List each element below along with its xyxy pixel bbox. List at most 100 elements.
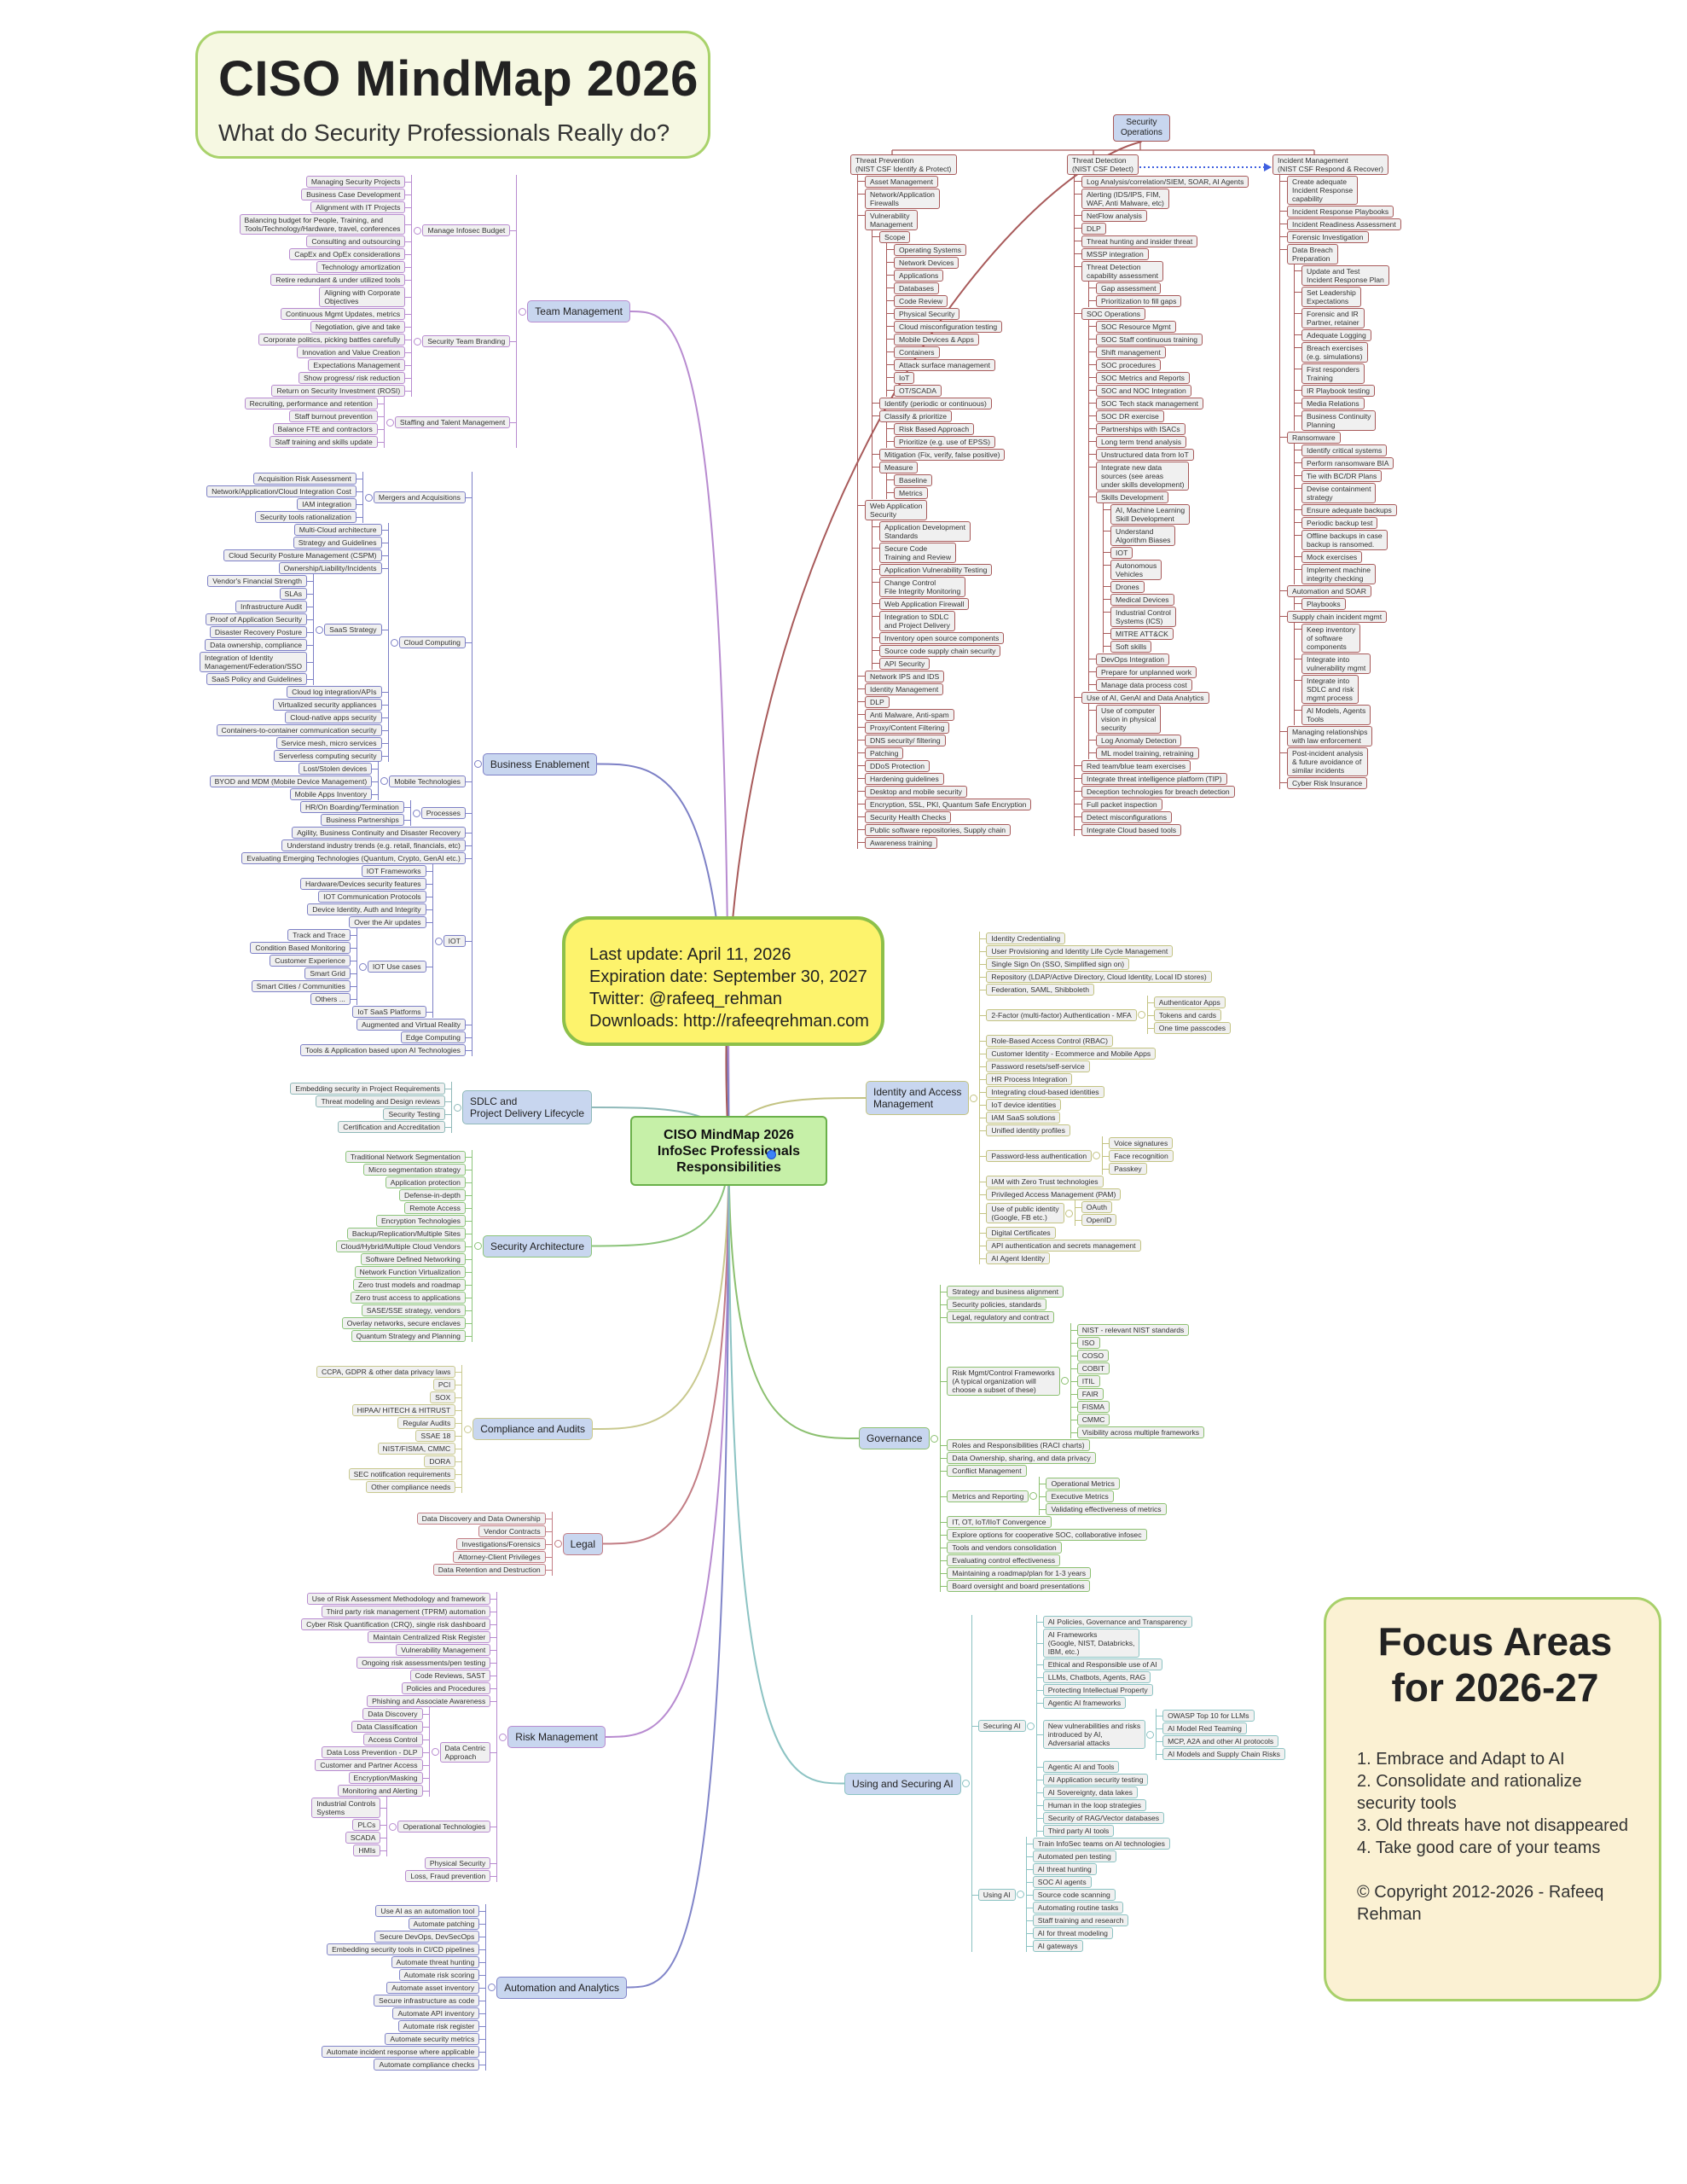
node-label: SOC AI agents xyxy=(1032,1875,1092,1888)
node-label: Virtualized security appliances xyxy=(273,698,382,711)
collapse-toggle-icon[interactable] xyxy=(316,625,324,634)
collapse-toggle-icon[interactable] xyxy=(1029,1492,1038,1500)
node-label: Security policies, standards xyxy=(947,1298,1046,1310)
node-label: Mergers and Acquisitions xyxy=(373,491,466,503)
node-label: Automate asset inventory xyxy=(386,1981,480,1994)
branch-root-label[interactable]: Governance xyxy=(859,1427,930,1449)
mindmap-leaf: ITIL xyxy=(1070,1374,1100,1387)
branch-root-label[interactable]: Business Enablement xyxy=(482,752,597,775)
mindmap-leaf: DNS security/ filtering xyxy=(858,734,946,746)
collapse-toggle-icon[interactable] xyxy=(431,1748,439,1756)
collapse-toggle-icon[interactable] xyxy=(488,1984,496,1991)
branch-root-label[interactable]: Compliance and Audits xyxy=(472,1418,593,1440)
collapse-toggle-icon[interactable] xyxy=(499,1733,507,1741)
node-label: DLP xyxy=(1081,222,1106,235)
node-label: Log Analysis/correlation/SIEM, SOAR, AI … xyxy=(1081,175,1249,188)
branch-root-label[interactable]: SDLC and Project Delivery Lifecycle xyxy=(461,1090,592,1124)
branch-root-label[interactable]: Identity and Access Management xyxy=(866,1081,970,1115)
node-label: Post-incident analysis & future avoidanc… xyxy=(1287,746,1369,776)
collapse-toggle-icon[interactable] xyxy=(380,777,389,785)
collapse-toggle-icon[interactable] xyxy=(473,760,482,768)
mindmap-leaf: Asset Management xyxy=(857,175,939,188)
branch-root-label[interactable]: Using and Securing AI xyxy=(844,1772,961,1795)
node-label: SSAE 18 xyxy=(415,1429,456,1442)
branch-root-label[interactable]: Team Management xyxy=(527,300,630,322)
collapse-toggle-icon[interactable] xyxy=(1026,1722,1035,1730)
collapse-toggle-icon[interactable] xyxy=(414,337,422,346)
mindmap-leaf: Data Discovery xyxy=(362,1707,429,1720)
node-label: SOC Tech stack management xyxy=(1096,397,1204,410)
downloads-link[interactable]: Downloads: http://rafeeqrehman.com xyxy=(589,1012,869,1031)
branch-root-label[interactable]: Legal xyxy=(562,1532,603,1555)
node-label: OpenID xyxy=(1081,1213,1117,1226)
node-label: Prioritize (e.g. use of EPSS) xyxy=(894,435,995,448)
mindmap-leaf: MCP, A2A and other AI protocols xyxy=(1157,1734,1279,1747)
collapse-toggle-icon[interactable] xyxy=(414,226,422,235)
collapse-toggle-icon[interactable] xyxy=(464,1425,472,1433)
node-label: Data Loss Prevention - DLP xyxy=(321,1745,423,1758)
mindmap-leaf: Data Discovery and Data Ownership xyxy=(416,1512,552,1525)
collapse-toggle-icon[interactable] xyxy=(390,638,398,647)
mindmap-leaf: Perform ransomware BIA xyxy=(1294,456,1394,469)
mindmap-leaf: Maintaining a roadmap/plan for 1-3 years xyxy=(941,1566,1092,1579)
collapse-toggle-icon[interactable] xyxy=(434,937,443,945)
collapse-toggle-icon[interactable] xyxy=(1016,1891,1024,1898)
collapse-toggle-icon[interactable] xyxy=(453,1103,461,1112)
collapse-toggle-icon[interactable] xyxy=(1146,1730,1155,1739)
collapse-toggle-icon[interactable] xyxy=(1060,1377,1069,1385)
collapse-toggle-icon[interactable] xyxy=(386,418,394,427)
mindmap-leaf: Cloud misconfiguration testing xyxy=(886,320,1003,333)
mindmap-leaf: Red team/blue team exercises xyxy=(1074,759,1191,772)
mindmap-leaf: NIST/FISMA, CMMC xyxy=(377,1442,461,1455)
mindmap-leaf: Secure Code Training and Review xyxy=(872,542,957,563)
collapse-toggle-icon[interactable] xyxy=(554,1540,562,1548)
collapse-toggle-icon[interactable] xyxy=(519,307,527,316)
node-label: Incident Management (NIST CSF Respond & … xyxy=(1272,154,1389,175)
collapse-toggle-icon[interactable] xyxy=(412,809,420,817)
collapse-toggle-icon[interactable] xyxy=(1064,1209,1073,1217)
mindmap-leaf: Integrating cloud-based identities xyxy=(980,1085,1104,1098)
mindmap-leaf: Evaluating Emerging Technologies (Quantu… xyxy=(241,851,472,864)
collapse-toggle-icon[interactable] xyxy=(358,962,367,971)
node-label: Vendor's Financial Strength xyxy=(207,574,308,587)
branch-root-label[interactable]: Security Architecture xyxy=(482,1234,592,1258)
mindmap-leaf: Metrics xyxy=(887,486,928,499)
node-label: ITIL xyxy=(1076,1374,1100,1387)
collapse-toggle-icon[interactable] xyxy=(961,1780,970,1787)
node-label: Staff burnout prevention xyxy=(289,410,378,422)
branch-root-label[interactable]: Risk Management xyxy=(507,1726,606,1748)
node-label: Alerting (IDS/IPS, FIM, WAF, Anti Malwar… xyxy=(1081,188,1169,209)
mindmap-leaf: Protecting Intellectual Property xyxy=(1036,1683,1153,1696)
mindmap-leaf: Explore options for cooperative SOC, col… xyxy=(941,1528,1147,1541)
collapse-toggle-icon[interactable] xyxy=(389,1822,397,1831)
link-icon[interactable] xyxy=(767,1150,776,1159)
mindmap-leaf: SaaS Policy and Guidelines xyxy=(206,672,314,685)
node-label: Executive Metrics xyxy=(1046,1490,1114,1502)
node-label: Return on Security Investment (ROSI) xyxy=(271,384,406,397)
node-label: SOC Staff continuous training xyxy=(1096,333,1203,346)
node-label: Cloud/Hybrid/Multiple Cloud Vendors xyxy=(335,1240,466,1252)
node-label: Mitigation (Fix, verify, false positive) xyxy=(879,448,1006,461)
collapse-toggle-icon[interactable] xyxy=(1093,1152,1101,1159)
node-label: Negotiation, give and take xyxy=(310,320,406,333)
collapse-toggle-icon[interactable] xyxy=(364,493,373,502)
mindmap-leaf: Roles and Responsibilities (RACI charts) xyxy=(941,1438,1090,1451)
mindmap-leaf: Long term trend analysis xyxy=(1088,435,1187,448)
mindmap-leaf: Lost/Stolen devices xyxy=(298,762,378,775)
collapse-toggle-icon[interactable] xyxy=(930,1434,939,1443)
collapse-toggle-icon[interactable] xyxy=(970,1094,978,1102)
collapse-toggle-icon[interactable] xyxy=(1137,1011,1145,1019)
branch-curve-team xyxy=(629,311,730,1152)
node-label: Partnerships with ISACs xyxy=(1096,422,1186,435)
mindmap-leaf: MITRE ATT&CK xyxy=(1104,627,1174,640)
branch-root-label[interactable]: Automation and Analytics xyxy=(496,1976,627,1999)
node-label: Databases xyxy=(894,282,940,294)
collapse-toggle-icon[interactable] xyxy=(473,1242,482,1250)
